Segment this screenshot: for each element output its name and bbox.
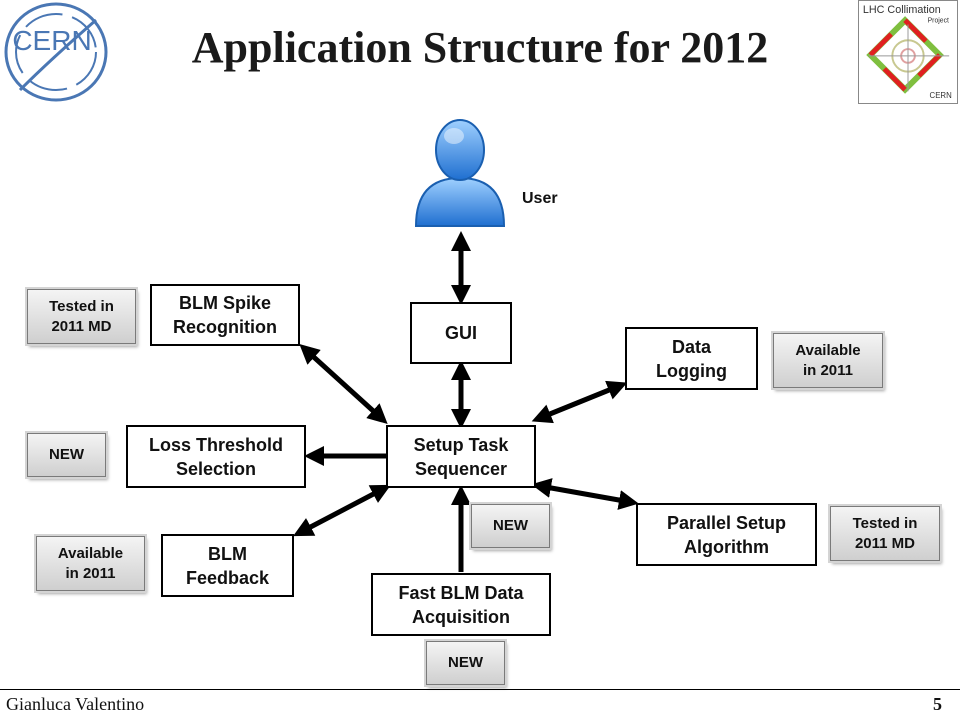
arrow-sequencer-logging (531, 380, 628, 424)
arrow-spike-sequencer (299, 343, 388, 425)
loss-threshold-selection-box: Loss Threshold Selection (126, 425, 306, 488)
arrow-sequencer-parallel (531, 478, 639, 510)
user-icon (414, 119, 506, 227)
gui-box: GUI (410, 302, 512, 364)
blm-feedback-box: BLM Feedback (161, 534, 294, 597)
footer-author: Gianluca Valentino (6, 694, 145, 714)
blm-spike-recognition-box: BLM Spike Recognition (150, 284, 300, 346)
tag-parallel-tested: Tested in 2011 MD (828, 504, 942, 563)
footer-divider (0, 689, 960, 690)
parallel-setup-algorithm-box: Parallel Setup Algorithm (636, 503, 817, 566)
footer-page-number: 5 (933, 694, 942, 714)
tag-fast-acquisition-new: NEW (424, 639, 507, 687)
fast-blm-data-acquisition-box: Fast BLM Data Acquisition (371, 573, 551, 636)
cern-logo-text: CERN (12, 25, 91, 56)
tag-sequencer-new: NEW (469, 502, 552, 550)
setup-task-sequencer-box: Setup Task Sequencer (386, 425, 536, 488)
arrow-feedback-sequencer (293, 484, 391, 537)
tag-spike-tested: Tested in 2011 MD (25, 287, 138, 346)
tag-logging-available: Available in 2011 (771, 331, 885, 390)
tag-feedback-available: Available in 2011 (34, 534, 147, 593)
lhc-collimation-logo: LHC Collimation Project CERN (858, 0, 958, 104)
data-logging-box: Data Logging (625, 327, 758, 390)
cern-logo: CERN (4, 2, 108, 102)
tag-threshold-new: NEW (25, 431, 108, 479)
lhc-logo-cern: CERN (930, 91, 953, 100)
lhc-logo-project: Project (928, 18, 949, 25)
slide-title: Application Structure for 2012 (191, 23, 769, 72)
lhc-logo-title: LHC Collimation (863, 4, 941, 16)
user-label: User (522, 190, 558, 207)
